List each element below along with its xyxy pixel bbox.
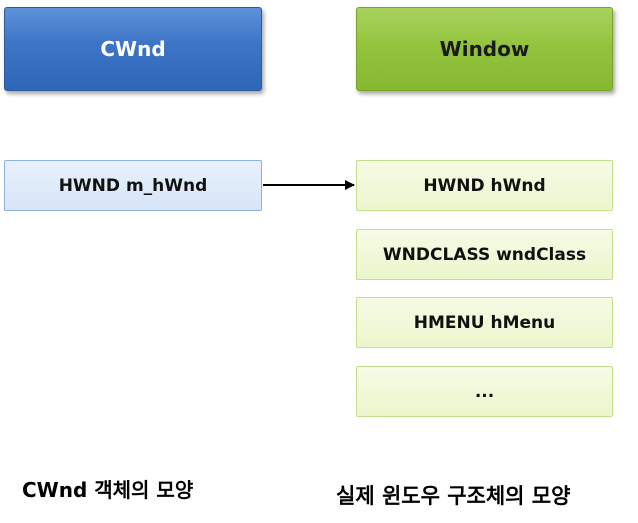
- window-field-hwnd: HWND hWnd: [356, 160, 613, 211]
- window-field-wndclass: WNDCLASS wndClass: [356, 229, 613, 280]
- window-caption: 실제 윈도우 구조체의 모양: [336, 484, 571, 508]
- cwnd-caption: CWnd 객체의 모양: [22, 478, 194, 502]
- window-field-hmenu: HMENU hMenu: [356, 297, 613, 348]
- window-header: Window: [356, 7, 613, 91]
- window-field-ellipsis: ...: [356, 366, 613, 417]
- cwnd-field-m-hwnd: HWND m_hWnd: [4, 160, 262, 211]
- cwnd-header: CWnd: [4, 7, 262, 91]
